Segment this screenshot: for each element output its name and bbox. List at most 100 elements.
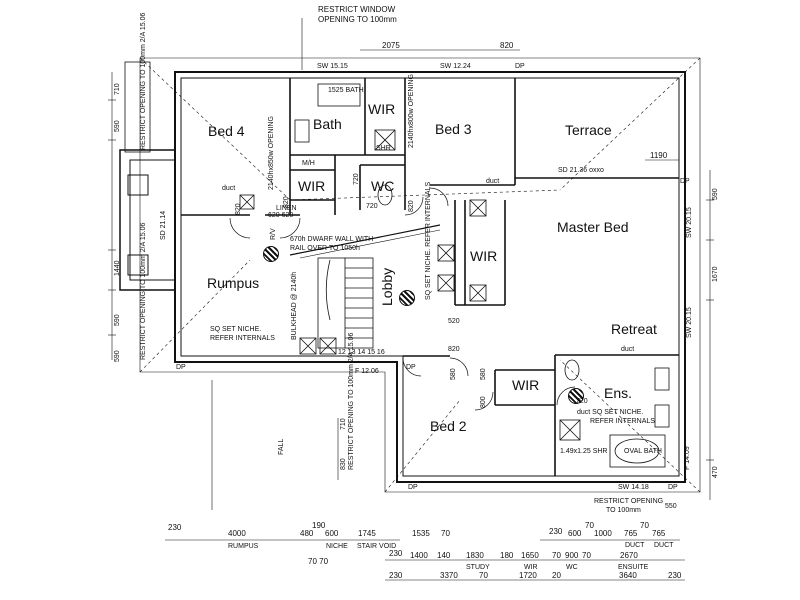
dim-row3-20: 20 bbox=[552, 571, 561, 580]
duct-retreat: duct bbox=[621, 346, 635, 353]
bath-fixture: 1525 BATH bbox=[328, 87, 364, 94]
dim-row3-230b: 230 bbox=[668, 571, 682, 580]
dim-bed2-830: 830 bbox=[340, 458, 347, 470]
window-sd-21-14: SD 21.14 bbox=[160, 210, 167, 240]
dim-right-590: 590 bbox=[712, 188, 719, 200]
room-label-wc: WC bbox=[371, 178, 395, 194]
exhaust-fan-icon bbox=[568, 388, 584, 404]
dim-row2top-230: 230 bbox=[549, 527, 563, 536]
room-label-wir-master: WIR bbox=[470, 248, 498, 264]
note-niche-rumpus-2: REFER INTERNALS bbox=[210, 335, 275, 342]
duct-bed3: duct bbox=[486, 178, 500, 185]
window-sw-15-15: SW 15.15 bbox=[317, 63, 348, 70]
window-f-14-09: F 14.09 bbox=[684, 446, 691, 470]
dim-right-470: 470 bbox=[712, 466, 719, 478]
room-label-bath: Bath bbox=[313, 116, 342, 132]
dim-row2-70b: 70 bbox=[582, 551, 591, 560]
shr-ens: 1.49x1.25 SHR bbox=[560, 448, 608, 455]
dim-row1-rumpus: RUMPUS bbox=[228, 543, 259, 550]
roof-vent-icon bbox=[263, 246, 279, 262]
dim-520: 520 bbox=[448, 318, 460, 325]
dim-wc-720b: 720 bbox=[366, 203, 378, 210]
dim-row2-1830: 1830 bbox=[466, 551, 484, 560]
dim-row1-niche: NICHE bbox=[326, 543, 348, 550]
room-label-rumpus: Rumpus bbox=[207, 275, 260, 291]
dim-row2-900: 900 bbox=[565, 551, 579, 560]
note-bulkhead: BULKHEAD @ 2140h bbox=[291, 271, 298, 340]
dim-row2-study: STUDY bbox=[466, 564, 490, 571]
dim-top-2075: 2075 bbox=[382, 41, 400, 50]
dim-top-820: 820 bbox=[500, 41, 514, 50]
note-niche-rumpus: SQ SET NICHE. bbox=[210, 326, 262, 333]
linen-label: LINEN bbox=[276, 205, 297, 212]
dim-row1-190: 190 bbox=[312, 521, 326, 530]
dim-row1-1535: 1535 bbox=[412, 529, 430, 538]
room-label-master-bed: Master Bed bbox=[557, 219, 629, 235]
note-restrict-window-2: OPENING TO 100mm bbox=[318, 15, 397, 24]
oval-bath: OVAL BATH bbox=[624, 448, 662, 455]
window-sw-14-18: SW 14.18 bbox=[618, 484, 649, 491]
roof-vent-icon bbox=[399, 290, 415, 306]
restrict-bed2: RESTRICT OPENING TO 100mm 2/A 15.06 bbox=[348, 332, 355, 470]
rv-label: R/V bbox=[270, 228, 277, 240]
note-dwarf-wall: 670h DWARF WALL WITH bbox=[290, 236, 374, 243]
dim-row1-4000: 4000 bbox=[228, 529, 246, 538]
fall-label: FALL bbox=[278, 438, 285, 455]
note-restrict-window: RESTRICT WINDOW bbox=[318, 5, 396, 14]
dim-row2-180: 180 bbox=[500, 551, 514, 560]
dim-row1-70: 70 bbox=[441, 529, 450, 538]
dim-580-b: 580 bbox=[480, 368, 487, 380]
dim-row2top-765: 765 bbox=[624, 529, 638, 538]
dim-row2-2670: 2670 bbox=[620, 551, 638, 560]
linen-dims: 620 620 bbox=[268, 212, 294, 219]
dim-left-590c: 590 bbox=[114, 350, 121, 362]
window-f-12-06: F 12.06 bbox=[355, 368, 379, 375]
dim-row2-ensuite: ENSUITE bbox=[618, 564, 649, 571]
opening-bath: 2140hx850w OPENING bbox=[268, 116, 275, 190]
dim-row3-230: 230 bbox=[389, 571, 403, 580]
dim-bed3-820: 820 bbox=[408, 200, 415, 212]
dim-row2top-70: 70 bbox=[585, 521, 594, 530]
dim-row2-wir: WIR bbox=[524, 564, 538, 571]
restrict-left-1: RESTRICT OPENING TO 100mm 2/A 15.06 bbox=[140, 12, 147, 150]
dim-row2-1400: 1400 bbox=[410, 551, 428, 560]
dim-row2top-70b: 70 bbox=[640, 521, 649, 530]
dp-left: DP bbox=[176, 364, 186, 371]
dim-row2-140: 140 bbox=[437, 551, 451, 560]
shr-bath: SHR bbox=[376, 145, 391, 152]
dp-bottom-right: DP bbox=[668, 484, 678, 491]
dim-row2top-600: 600 bbox=[568, 529, 582, 538]
note-restrict-bottom: RESTRICT OPENING bbox=[594, 498, 664, 505]
room-label-retreat: Retreat bbox=[611, 321, 657, 337]
dim-row2-230: 230 bbox=[389, 549, 403, 558]
room-label-bed3: Bed 3 bbox=[435, 121, 472, 137]
dim-580-a: 580 bbox=[450, 368, 457, 380]
dp-terrace: DP bbox=[680, 178, 690, 185]
dim-row3-70: 70 bbox=[479, 571, 488, 580]
mh-label: M/H bbox=[302, 160, 315, 167]
dim-left-590: 590 bbox=[114, 120, 121, 132]
dim-wc-720: 720 bbox=[353, 173, 360, 185]
room-label-ensuite: Ens. bbox=[604, 385, 633, 401]
dim-left-590b: 590 bbox=[114, 314, 121, 326]
duct-bed4: duct bbox=[222, 185, 236, 192]
dim-ens-720: 720 bbox=[576, 398, 588, 405]
room-label-wir-bed2: WIR bbox=[512, 377, 540, 393]
note-dwarf-wall-2: RAIL OVER TO 1050h bbox=[290, 245, 360, 252]
dim-row1-230: 230 bbox=[168, 523, 182, 532]
dim-bed2-710: 710 bbox=[340, 418, 347, 430]
room-label-wir-bath: WIR bbox=[368, 101, 396, 117]
dim-terrace-1190: 1190 bbox=[650, 151, 668, 160]
dim-row2top-1000: 1000 bbox=[594, 529, 612, 538]
note-restrict-bottom-2: TO 100mm bbox=[606, 507, 641, 514]
restrict-left-2: RESTRICT OPENING TO 100mm 2/A 15.06 bbox=[140, 222, 147, 360]
dim-right-1670: 1670 bbox=[712, 266, 719, 282]
stair bbox=[317, 257, 374, 349]
dim-row3-1720: 1720 bbox=[519, 571, 537, 580]
dim-bed4-820: 820 bbox=[235, 203, 242, 215]
dim-lobby-820: 820 bbox=[283, 196, 290, 208]
dim-row2-1650: 1650 bbox=[521, 551, 539, 560]
dim-800: 800 bbox=[480, 396, 487, 408]
dim-row2top-765b: 765 bbox=[652, 529, 666, 538]
dim-row1-480: 480 bbox=[300, 529, 314, 538]
